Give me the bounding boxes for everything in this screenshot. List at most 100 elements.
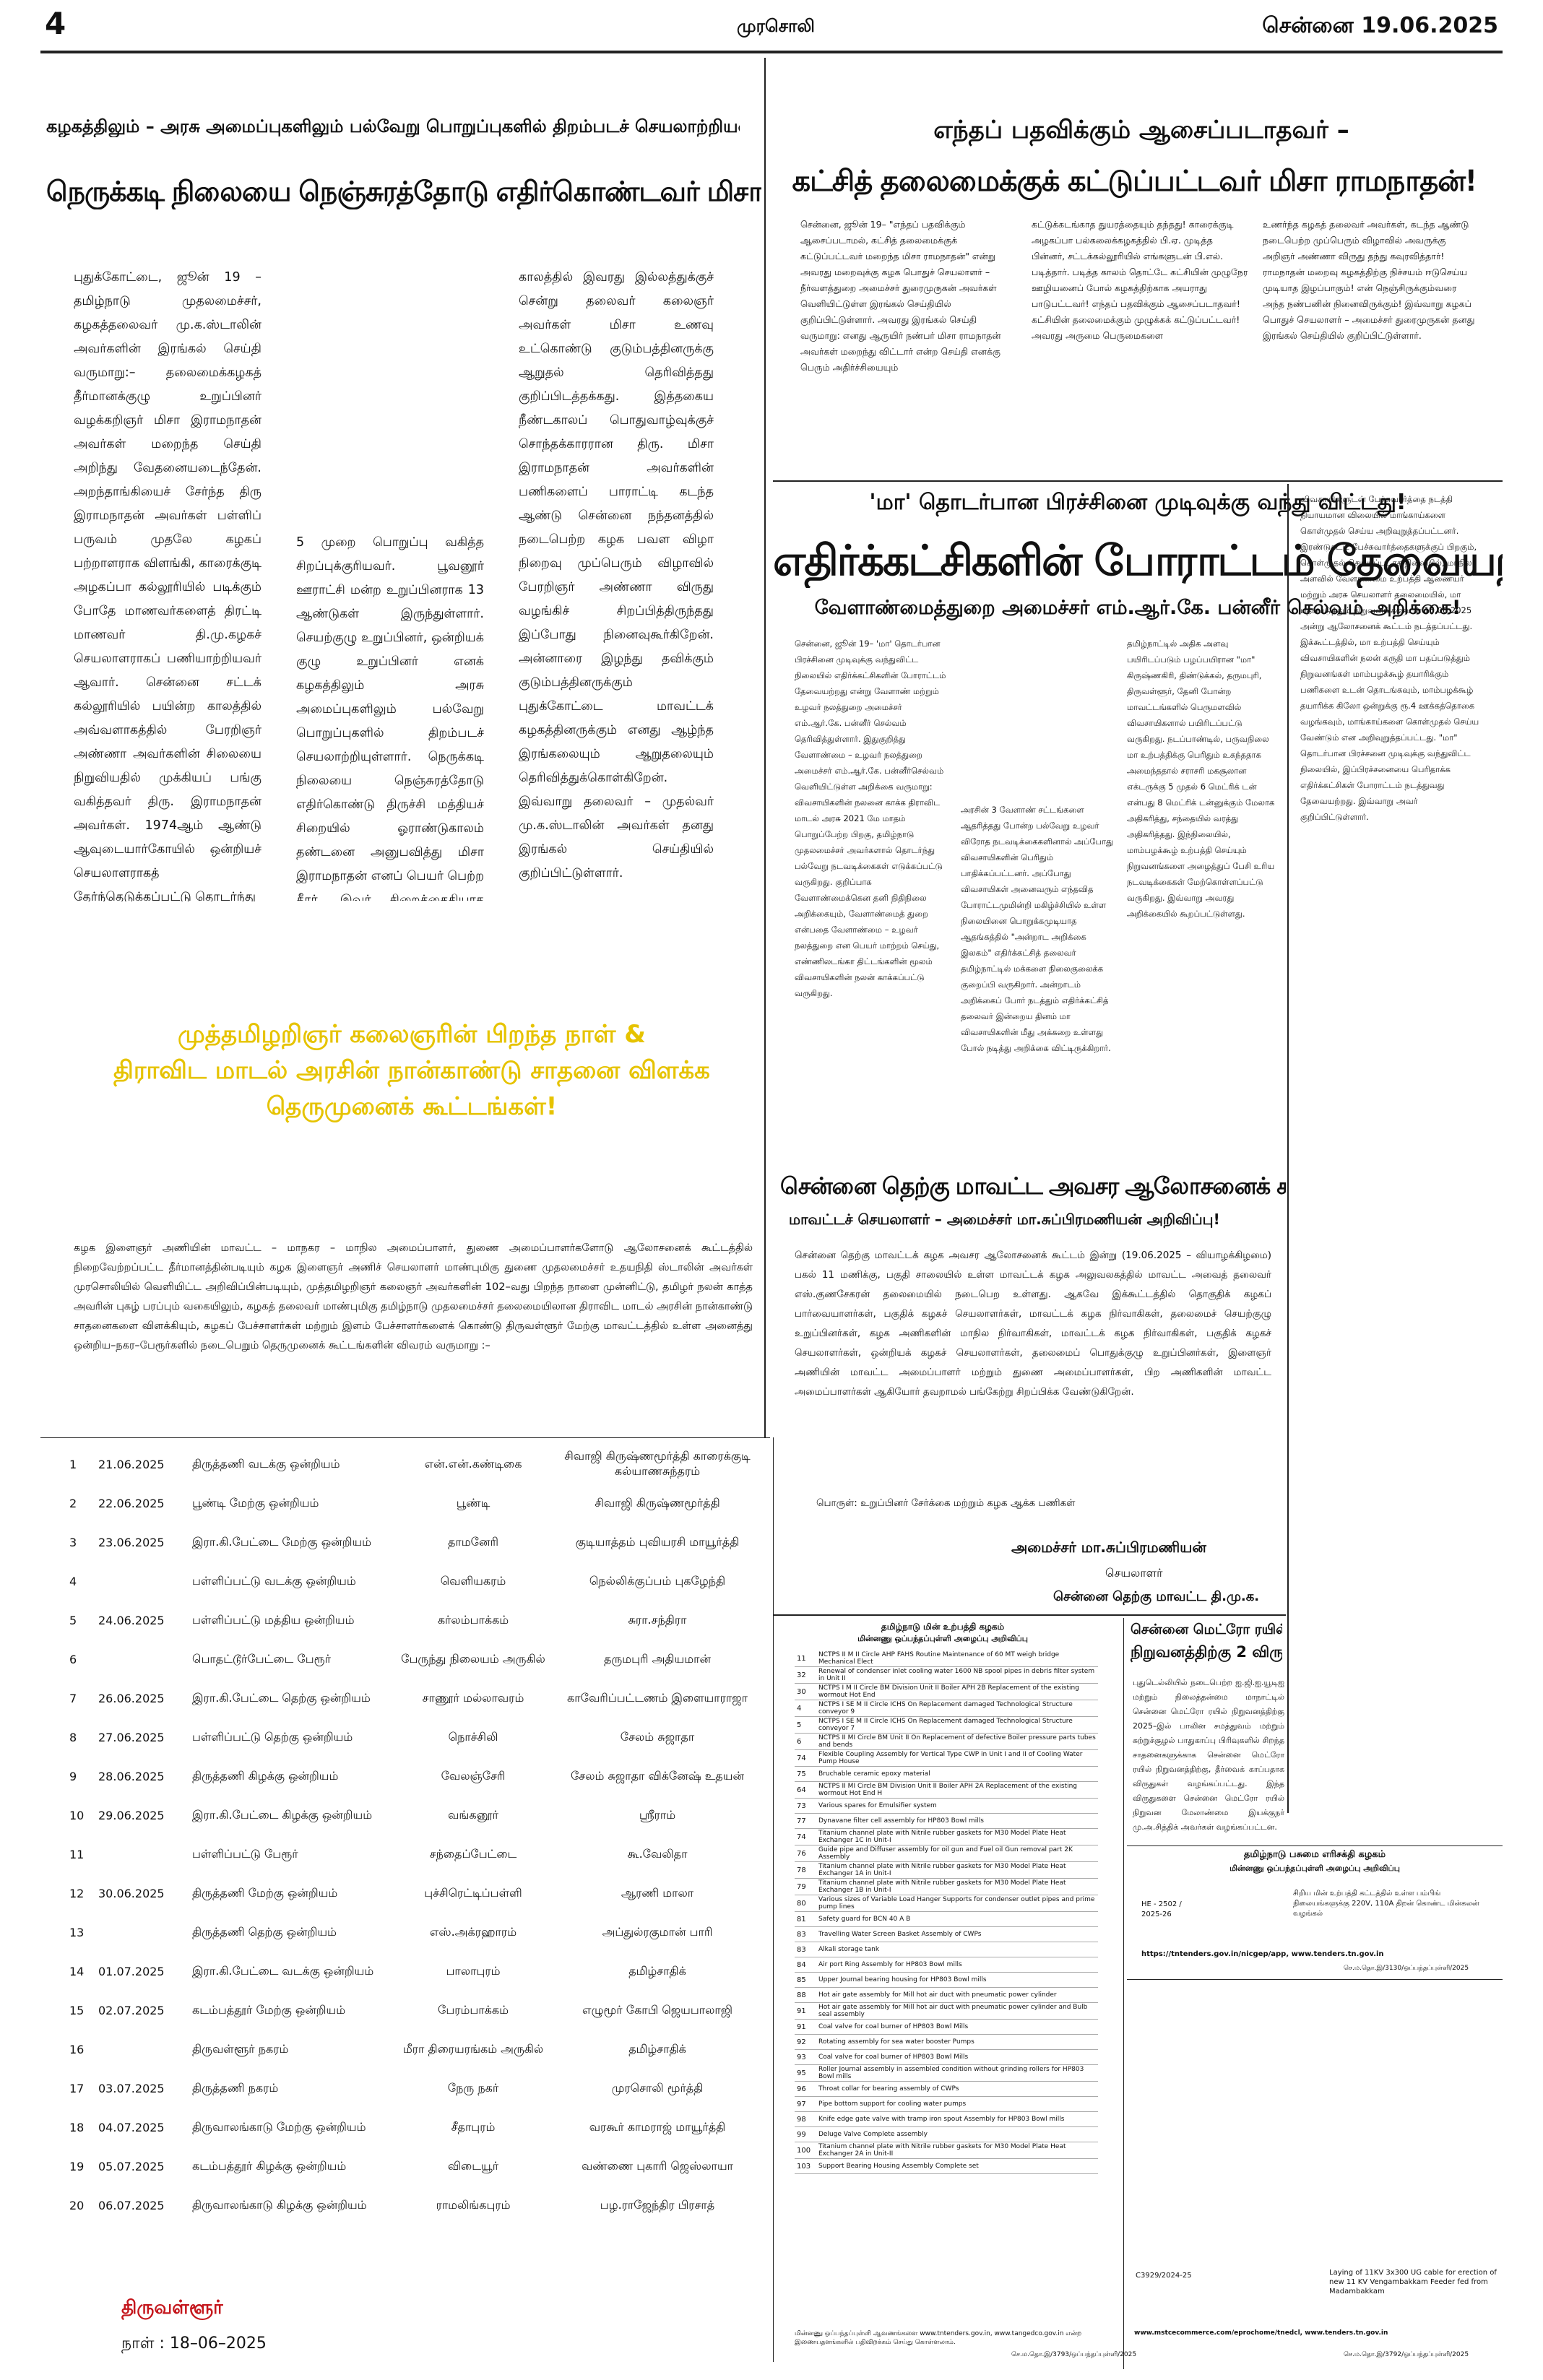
tender-row-no: 81 [795,1911,816,1927]
tender-row-no: 79 [795,1878,816,1895]
schedule-no: 5 [69,1613,77,1627]
tender-row-no: 93 [795,2049,816,2065]
tender-row-desc: Deluge Valve Complete assembly [816,2126,1098,2142]
bottom-tender-ref: C3929/2024-25 [1136,2272,1192,2280]
green-tender-subtitle: மின்னணு ஒப்பந்தப்புள்ளி அழைப்பு அறிவிப்ப… [1229,1864,1400,1873]
schedule-speaker: தமிழ்சாதிக் [628,1963,686,1978]
schedule-date: 24.06.2025 [98,1613,165,1627]
green-tender-ref: HE - 2502 / 2025-26 [1141,1900,1182,1918]
left-story-col3: காலத்தில் இவரது இல்லத்துக்குச் சென்று தல… [519,270,714,880]
schedule-area: பள்ளிப்பட்டு பேரூர் [192,1846,298,1861]
schedule-place: பூண்டி [456,1495,490,1510]
schedule-date: 01.07.2025 [98,1964,165,1978]
tender-row-no: 6 [795,1733,816,1750]
schedule-area: பள்ளிப்பட்டு வடக்கு ஒன்றியம் [192,1573,356,1588]
schedule-place: புச்சிரெட்டிப்பள்ளி [424,1885,522,1900]
tender-row-no: 85 [795,1972,816,1988]
tender-row-no: 84 [795,1957,816,1973]
schedule-date [94,1562,188,1601]
schedule-place: சீதாபுரம் [451,2119,496,2134]
schedule-area: பள்ளிப்பட்டு மத்திய ஒன்றியம் [192,1612,355,1627]
schedule-date [94,1640,188,1679]
bottom-tender-desc: Laying of 11KV 3x300 UG cable for erecti… [1329,2269,1497,2295]
schedule-no: 9 [69,1769,77,1783]
schedule-speaker: தமிழ்சாதிக் [628,2041,686,2056]
right-headline: கட்சித் தலைமைக்குக் கட்டுப்பட்டவர் மிசா … [792,165,1477,198]
tender-row-desc: Titanium channel plate with Nitrile rubb… [816,1861,1098,1879]
schedule-speaker: சிவாஜி கிருஷ்ணமூர்த்தி காரைக்குடி கல்யாண… [564,1449,751,1478]
schedule-place: நேரு நகர் [447,2080,499,2095]
bottom-tender-footer: செ.ம.தொ.இ/3792/ஒப்பந்தப்புள்ளி/2025 [1344,2351,1469,2358]
schedule-no: 19 [69,2159,85,2173]
schedule-place: வேலஞ்சேரி [441,1768,506,1783]
tender-row-no: 76 [795,1845,816,1862]
schedule-speaker: சுரா.சந்திரா [628,1612,687,1627]
tender-row-no: 75 [795,1766,816,1782]
schedule-area: கடம்பத்தூர் கிழக்கு ஒன்றியம் [192,2158,347,2173]
schedule-no: 7 [69,1691,77,1705]
meeting-sign-name: அமைச்சர் மா.சுப்பிரமணியன் [1011,1539,1206,1556]
tender-row-desc: Rotating assembly for sea water booster … [816,2034,1098,2050]
schedule-date: 23.06.2025 [98,1535,165,1549]
schedule-area: இரா.கி.பேட்டை மேற்கு ஒன்றியம் [192,1534,372,1549]
schedule-area: திருவாலங்காடு மேற்கு ஒன்றியம் [192,2119,366,2134]
tender-row-desc: Coal valve for coal burner of HP803 Bowl… [816,2049,1098,2065]
tender-row-no: 96 [795,2081,816,2097]
schedule-speaker: நெல்லிக்குப்பம் புகழேந்தி [589,1573,726,1588]
tender-row-no: 64 [795,1781,816,1799]
tender-row-no: 92 [795,2034,816,2050]
meeting-agenda: பொருள்: உறுப்பினர் சேர்க்கை மற்றும் கழக … [816,1497,1076,1509]
tender-row-no: 74 [795,1749,816,1767]
schedule-place: பேரம்பாக்கம் [437,2002,509,2017]
page-number: 4 [45,6,66,41]
tender-row-desc: Bruchable ceramic epoxy material [816,1766,1098,1782]
tender-row-desc: Various sizes of Variable Load Hanger Su… [816,1895,1098,1912]
schedule-speaker: வரகூர் காமராஜ் மாயூர்த்தி [589,2119,726,2134]
schedule-no: 2 [69,1496,77,1510]
metro-body: புதுடெல்லியில் நடைபெற்ற ஐ.ஜி.ஐ.யூடிஐ மற்… [1133,1678,1284,1832]
tender-row-no: 77 [795,1813,816,1829]
tender-row-desc: NCTPS I SE M II Circle ICHS On Replaceme… [816,1716,1098,1734]
tender-footer-ref: செ.ம.தொ.இ/3793/ஒப்பந்தப்புள்ளி/2025 [1011,2351,1137,2358]
schedule-no: 12 [69,1886,85,1900]
schedule-speaker: காவேரிப்பட்டணம் இளையாராஜா [567,1690,748,1705]
schedule-no: 8 [69,1730,77,1744]
tender-row-desc: Flexible Coupling Assembly for Vertical … [816,1749,1098,1767]
tender-row-desc: Safety guard for BCN 40 A B [816,1911,1098,1927]
schedule-no: 16 [69,2042,85,2056]
schedule-no: 17 [69,2081,85,2095]
tender-row-desc: Alkali storage tank [816,1942,1098,1957]
ma-subhead: வேளாண்மைத்துறை அமைச்சர் எம்.ஆர்.கே. பன்ன… [814,597,1461,619]
tender-subtitle: மின்னணு ஒப்பந்தப்புள்ளி அழைப்பு அறிவிப்ப… [857,1634,1028,1643]
ma-col3: தமிழ்நாட்டில் அதிக அளவு பயிரிடப்படும் பழ… [1127,639,1275,919]
tender-row-desc: Pipe bottom support for cooling water pu… [816,2096,1098,2112]
left-story-col2: 5 முறை பொறுப்பு வகித்த சிறப்புக்குரியவர்… [296,535,484,901]
green-tender-footer: செ.ம.தொ.இ/3130/ஒப்பந்தப்புள்ளி/2025 [1344,1965,1469,1972]
footer-date: நாள் : 18–06–2025 [121,2334,267,2353]
tender-row-desc: NCTPS I SE M II Circle ICHS On Replaceme… [816,1700,1098,1717]
tender-row-no: 100 [795,2142,816,2159]
tender-row-desc: Roller Journal assembly in assembled con… [816,2064,1098,2082]
